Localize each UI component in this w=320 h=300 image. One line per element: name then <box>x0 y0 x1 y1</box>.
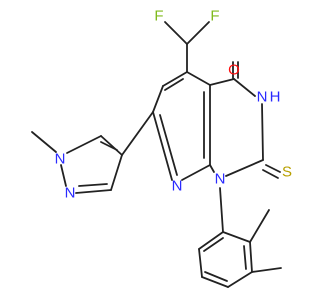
bond-ar-methyl-meta <box>251 267 282 273</box>
bond-ar-c4-c5-inner <box>204 271 228 282</box>
bond-n1-aryl <box>219 187 224 233</box>
atom-nitrogen-pyrazole: N <box>65 185 76 202</box>
atom-sulfur-thione: S <box>282 164 292 181</box>
bond-ar-c5-c6 <box>198 248 203 278</box>
bond-c5-c6-inner <box>164 78 184 91</box>
atom-nitrogen-methyl-pyrazole: N <box>55 151 66 168</box>
bond-pz-c4-c5 <box>100 135 123 156</box>
bonds <box>31 21 282 288</box>
bond-pz-c5-n1 <box>66 135 102 154</box>
atom-nitrogen-pyridine: N <box>172 178 183 195</box>
bond-n1-c8a <box>209 164 215 173</box>
atom-labels: F F O N H S N N N N <box>55 8 292 202</box>
atom-hydrogen-n3: H <box>270 89 281 106</box>
bond-ar-c2-c3 <box>249 241 253 273</box>
bond-pz-n1-n2 <box>60 164 67 187</box>
bond-c4-n3 <box>233 78 256 97</box>
atom-nitrogen-n1: N <box>215 171 226 188</box>
bond-pz-n2-c3 <box>75 189 112 194</box>
chemical-structure: F F O N H S N N N N <box>31 8 292 288</box>
bond-c2-n1 <box>225 159 264 177</box>
bond-ar-c3-c4 <box>227 271 253 288</box>
bond-c4a-c4 <box>209 78 235 86</box>
bond-ar-c6-c1 <box>198 231 224 250</box>
bond-c5-c6 <box>162 71 188 87</box>
bond-c2-s <box>265 164 281 173</box>
bond-ar-c6-c1-inner <box>203 237 224 252</box>
bond-ar-c4-c5 <box>201 276 229 288</box>
bond-ar-c2-c3-inner <box>243 245 247 270</box>
bond-n8-c8a <box>181 164 211 181</box>
bond-chf2-f-right <box>186 21 210 45</box>
atom-fluorine-right: F <box>210 8 219 25</box>
bond-c5-c4a <box>186 71 211 86</box>
bond-chf2-f-left <box>164 21 188 45</box>
bond-pz-c4-c5-inner <box>100 141 118 151</box>
bond-pz-n1-methyl <box>31 131 57 153</box>
atom-fluorine-left: F <box>154 8 163 25</box>
bond-c7-pyrazole <box>121 111 154 156</box>
bond-c7-n8 <box>152 111 173 181</box>
bond-c2-s-double <box>262 169 279 179</box>
bond-n3-c2 <box>261 103 264 161</box>
bond-pz-n2-c3-inner <box>78 183 108 187</box>
bond-ar-c1-c2 <box>222 231 251 243</box>
bond-ar-methyl-ortho <box>249 209 270 243</box>
atom-nitrogen-n3: N <box>257 89 268 106</box>
bond-c7-n8-inner <box>159 114 178 176</box>
bond-c6-c7 <box>152 85 164 113</box>
bond-pz-c3-c4 <box>110 154 123 191</box>
atom-oxygen-carbonyl: O <box>228 62 240 79</box>
